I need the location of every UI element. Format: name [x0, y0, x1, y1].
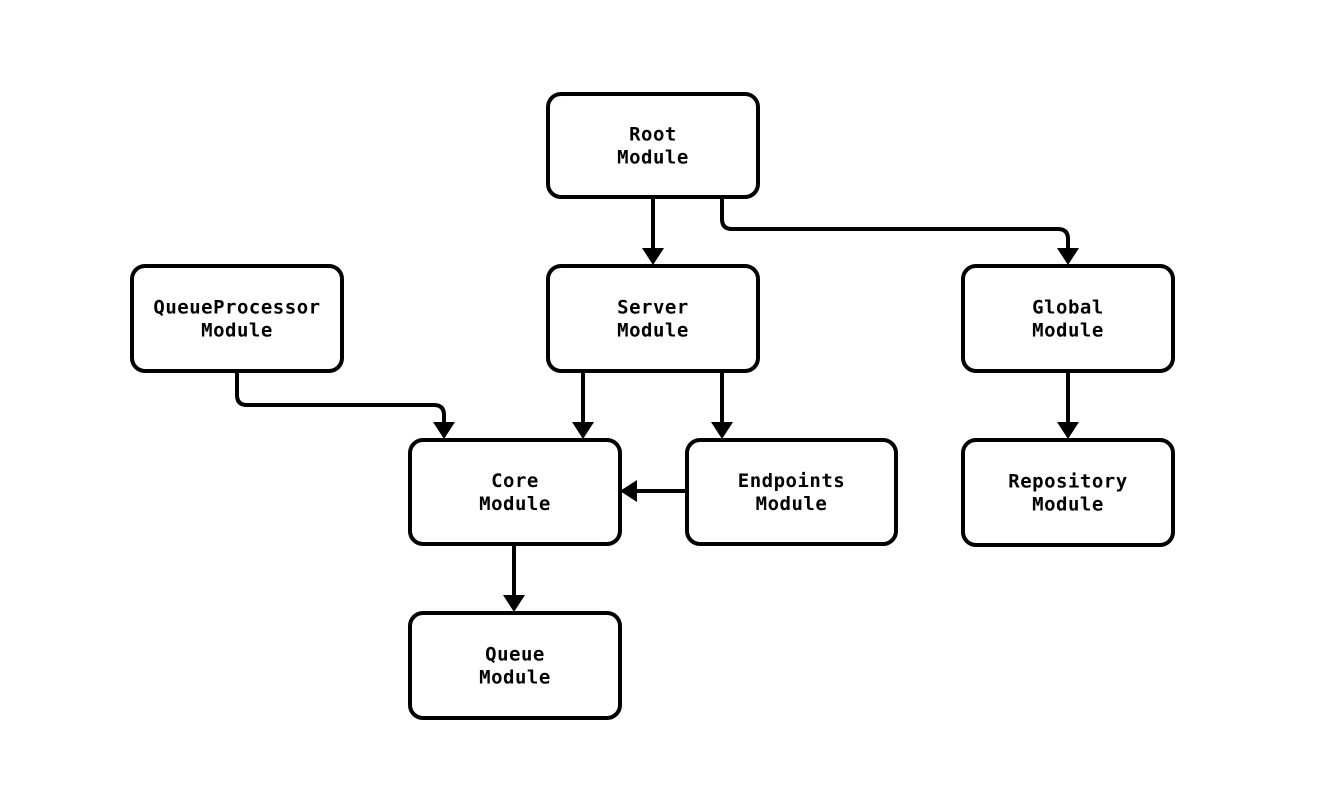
edge-endpoints-to-core: Endpoints Module to Core Module [620, 480, 687, 502]
node-label-line2: Module [756, 493, 828, 515]
node-label-line1: Queue [485, 643, 545, 665]
arrowhead-icon [572, 422, 594, 439]
node-label-line2: Module [479, 666, 551, 688]
node-label-line1: Repository [1008, 470, 1127, 492]
node-box[interactable] [546, 264, 760, 373]
node-label-line1: QueueProcessor [153, 296, 320, 318]
node-box[interactable] [408, 611, 622, 720]
node-label-line1: Core [491, 470, 539, 492]
node-label-line1: Root [629, 123, 677, 145]
edge-server-to-endpoints: Server Module to Endpoints Module [711, 371, 733, 439]
arrowhead-icon [642, 248, 664, 265]
node-label-line1: Global [1032, 296, 1104, 318]
node-label-line2: Module [1032, 493, 1104, 515]
arrowhead-icon [1057, 422, 1079, 439]
edge-root-to-server: Root Module to Server Module [642, 197, 664, 265]
node-label-line2: Module [479, 493, 551, 515]
node-box[interactable] [961, 264, 1175, 373]
node-label-line2: Module [617, 319, 689, 341]
node-box[interactable] [408, 438, 622, 546]
edges-layer: Root Module to Server Module Root Module … [235, 197, 1079, 612]
node-box[interactable] [546, 92, 760, 199]
edge-root-to-global: Root Module to Global Module [720, 197, 1079, 265]
node-label-line1: Server [617, 296, 689, 318]
node-label-line2: Module [201, 319, 273, 341]
edge-queueprocessor-to-core: QueueProcessor Module to Core Module [235, 371, 455, 439]
node-box[interactable] [685, 438, 898, 546]
node-label-line2: Module [617, 146, 689, 168]
edge-global-to-repository: Global Module to Repository Module [1057, 371, 1079, 439]
node-box[interactable] [130, 264, 344, 373]
edge-server-to-core: Server Module to Core Module [572, 371, 594, 439]
arrowhead-icon [711, 422, 733, 439]
edge-line [235, 371, 446, 425]
arrowhead-icon [620, 480, 637, 502]
node-label-line1: Endpoints [738, 470, 845, 492]
edge-core-to-queue: Core Module to Queue Module [503, 544, 525, 612]
edge-line [720, 197, 1070, 251]
arrowhead-icon [503, 595, 525, 612]
arrowhead-icon [1057, 248, 1079, 265]
node-label-line2: Module [1032, 319, 1104, 341]
node-box[interactable] [961, 438, 1175, 547]
arrowhead-icon [433, 422, 455, 439]
